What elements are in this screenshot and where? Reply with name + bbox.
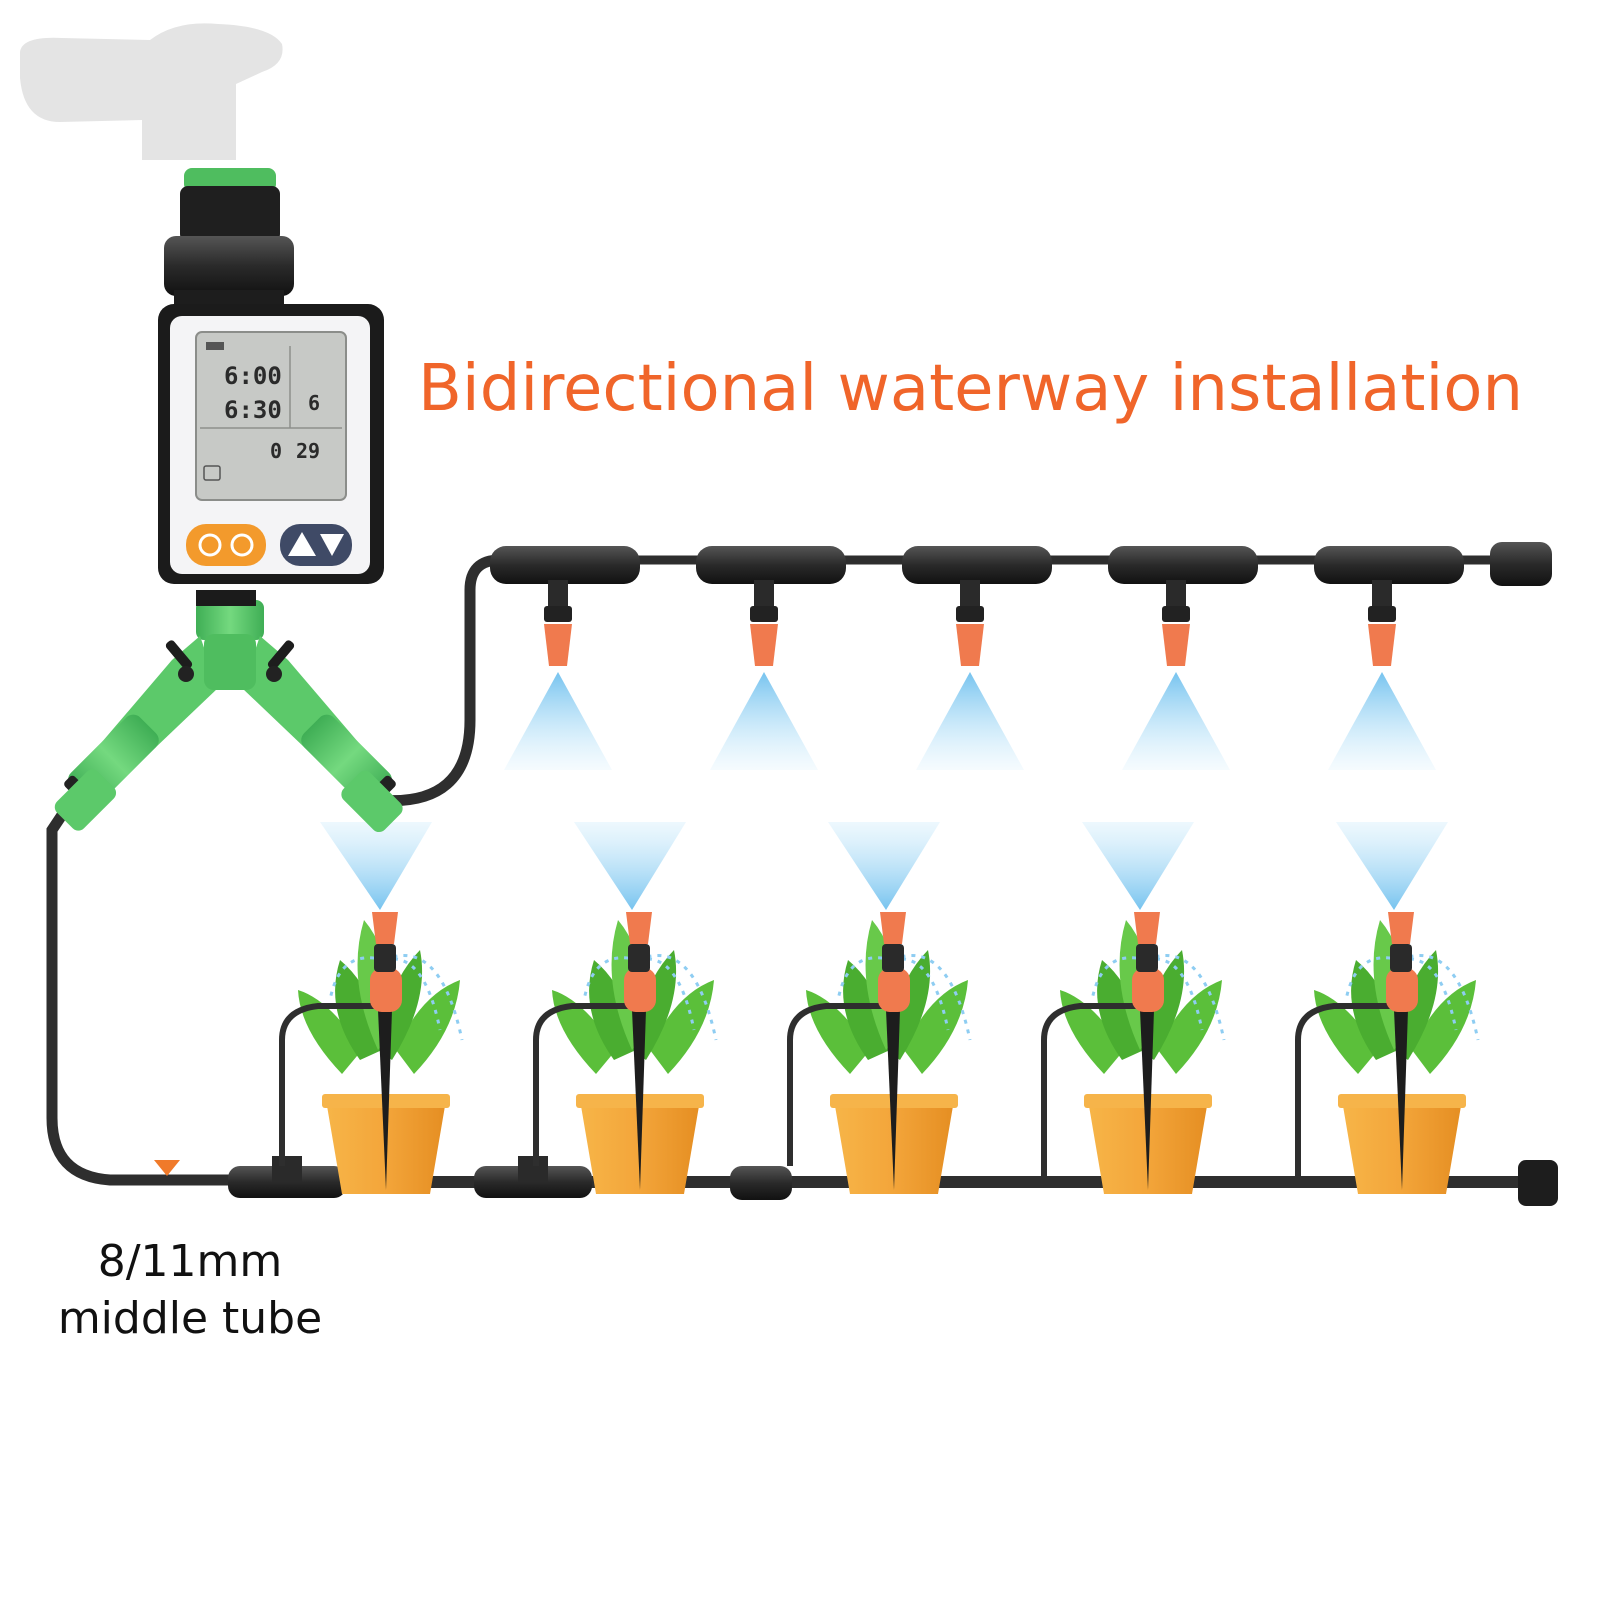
drip-arc bbox=[1090, 954, 1226, 1041]
top-tee-fitting bbox=[1314, 546, 1464, 666]
bottom-connectors bbox=[154, 1156, 1558, 1206]
valve-lever-icon bbox=[165, 640, 194, 682]
drip-arc bbox=[1344, 954, 1480, 1041]
feeder-tube bbox=[1295, 1003, 1392, 1182]
feeder-tube bbox=[533, 1003, 630, 1166]
drip-stake-icon bbox=[1386, 912, 1418, 1190]
back-button-icon bbox=[198, 533, 222, 557]
drip-arc bbox=[836, 954, 972, 1041]
lcd-time-1: 6:00 bbox=[224, 362, 282, 390]
right-tube bbox=[372, 554, 506, 807]
left-tube bbox=[46, 794, 246, 1186]
straight-connector bbox=[730, 1166, 792, 1200]
water-timer-icon: 6:00 6:30 6 0 29 bbox=[158, 168, 384, 606]
feeder-tube bbox=[279, 1003, 376, 1166]
plant-station bbox=[279, 912, 464, 1194]
top-tee-fitting bbox=[696, 546, 846, 666]
diagram-title: Bidirectional waterway installation bbox=[418, 352, 1523, 426]
tube-name-label: middle tube bbox=[57, 1293, 323, 1344]
up-arrow-icon bbox=[288, 532, 316, 556]
lcd-countdown: 0 bbox=[270, 439, 282, 463]
drip-stake-icon bbox=[370, 912, 402, 1190]
drip-stake-icon bbox=[1132, 912, 1164, 1190]
tee-connector bbox=[228, 1156, 346, 1198]
drip-arc bbox=[328, 954, 464, 1041]
tube-label: 8/11mm middle tube bbox=[40, 1233, 340, 1347]
drip-arc bbox=[582, 954, 718, 1041]
lcd-countdown-minutes: 29 bbox=[296, 439, 320, 463]
feeder-tube bbox=[787, 1003, 884, 1166]
faucet-icon bbox=[20, 23, 283, 161]
top-tee-fitting bbox=[1108, 546, 1258, 666]
ok-button-icon bbox=[230, 533, 254, 557]
y-splitter-icon bbox=[54, 600, 403, 833]
valve-lever-icon bbox=[266, 640, 295, 682]
tube-size-label: 8/11mm bbox=[97, 1236, 283, 1287]
drip-stake-icon bbox=[878, 912, 910, 1190]
mist-sprays-top bbox=[504, 672, 1436, 770]
lcd-screen: 6:00 6:30 6 0 29 bbox=[195, 331, 347, 501]
top-tee-fitting bbox=[490, 546, 640, 666]
lcd-value-right: 6 bbox=[308, 391, 320, 415]
tee-connector bbox=[474, 1156, 592, 1198]
mist-sprays-bottom bbox=[320, 822, 1448, 910]
drip-stake-icon bbox=[624, 912, 656, 1190]
down-arrow-icon bbox=[320, 534, 344, 556]
end-plug-icon bbox=[1490, 542, 1552, 586]
top-tee-fitting bbox=[902, 546, 1052, 666]
plant-station bbox=[1041, 912, 1226, 1194]
feeder-tube bbox=[1041, 1003, 1138, 1182]
lcd-time-2: 6:30 bbox=[224, 396, 282, 424]
timer-buttons bbox=[186, 524, 352, 566]
plant-station bbox=[1295, 912, 1480, 1194]
plant-station bbox=[787, 912, 972, 1194]
plant-station bbox=[533, 912, 718, 1194]
end-plug-icon bbox=[1518, 1160, 1558, 1206]
flow-direction-icon bbox=[154, 1160, 180, 1176]
